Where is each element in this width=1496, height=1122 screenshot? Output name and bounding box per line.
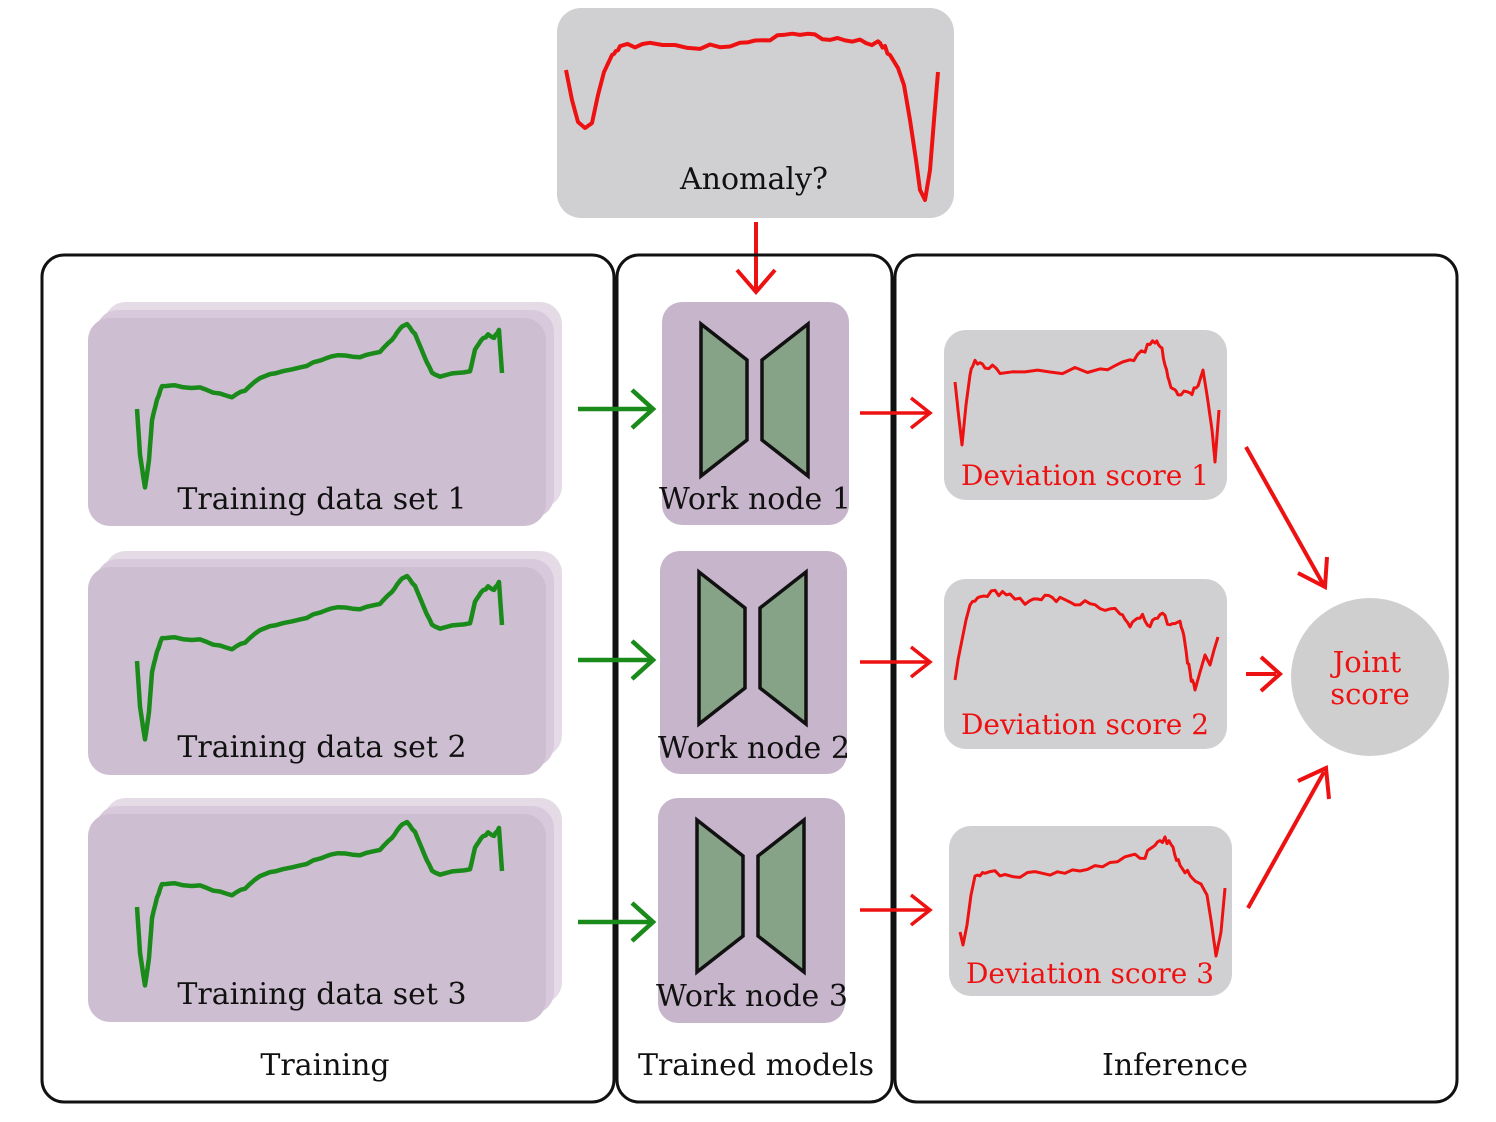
score-arrow-1: [860, 396, 933, 430]
joint-score-line2: score: [1330, 677, 1410, 711]
work-node-2: Work node 2: [658, 551, 850, 774]
training-signal-curve: [134, 321, 505, 490]
work-node-3: Work node 3: [656, 798, 848, 1023]
models-panel: [615, 253, 894, 1104]
score-box: [944, 579, 1227, 749]
arrow-right-icon: [909, 396, 933, 430]
work-node-1: Work node 1: [659, 302, 851, 525]
joint-arrow-2: [1246, 655, 1283, 693]
arrow-down-icon: [735, 268, 777, 296]
training-set-2: Training data set 2: [88, 551, 562, 775]
query-arrow: [735, 222, 777, 296]
work-node-label: Work node 2: [658, 731, 850, 766]
joint-score: Joint score: [1291, 598, 1449, 756]
train-arrow-2: [578, 639, 657, 681]
query-label: Anomaly?: [679, 162, 828, 197]
autoencoder-hourglass-icon: [695, 816, 806, 976]
training-set-1: Training data set 1: [88, 302, 562, 526]
arrow-shaft: [1246, 771, 1326, 909]
deviation-signal-curve: [958, 835, 1227, 958]
work-node-label: Work node 3: [656, 979, 848, 1014]
training-signal-curve: [134, 819, 505, 988]
arrow-diagonal-icon: [1297, 764, 1331, 800]
arrow-right-icon: [909, 893, 933, 927]
deviation-score-1: Deviation score 1: [944, 330, 1227, 500]
score-arrow-3: [860, 893, 933, 927]
score-label: Deviation score 3: [966, 957, 1214, 990]
arrow-right-icon: [630, 639, 657, 681]
score-box: [949, 826, 1232, 996]
joint-arrow-3: [1246, 764, 1331, 909]
deviation-signal-curve: [953, 339, 1221, 464]
training-panel-title: Training: [260, 1048, 389, 1083]
inference-panel-title: Inference: [1102, 1048, 1248, 1083]
arrow-right-icon: [630, 388, 657, 430]
deviation-score-2: Deviation score 2: [944, 579, 1227, 749]
training-panel: [40, 253, 616, 1104]
joint-arrow-1: [1244, 446, 1329, 591]
work-node-label: Work node 1: [659, 482, 851, 517]
arrow-diagonal-icon: [1297, 556, 1329, 591]
autoencoder-hourglass-icon: [699, 320, 810, 480]
train-arrow-1: [578, 388, 657, 430]
score-arrow-2: [860, 645, 933, 679]
models-panel-title: Trained models: [638, 1048, 874, 1083]
anomaly-signal-curve: [564, 31, 940, 202]
train-arrow-3: [578, 901, 657, 943]
training-set-label: Training data set 1: [177, 482, 466, 517]
arrow-right-icon: [630, 901, 657, 943]
deviation-signal-curve: [953, 588, 1220, 692]
arrow-right-icon: [909, 645, 933, 679]
autoencoder-hourglass-icon: [697, 568, 808, 728]
training-signal-curve: [134, 573, 505, 742]
training-set-3: Training data set 3: [88, 798, 562, 1022]
training-set-label: Training data set 3: [177, 977, 466, 1012]
joint-score-line1: Joint: [1330, 645, 1402, 679]
joint-score-circle: [1291, 598, 1449, 756]
score-label: Deviation score 1: [961, 459, 1209, 492]
deviation-score-3: Deviation score 3: [949, 826, 1232, 996]
score-label: Deviation score 2: [961, 708, 1209, 741]
query-box: Anomaly?: [557, 8, 954, 218]
arrow-right-icon: [1259, 655, 1283, 693]
query-box-bg: [557, 8, 954, 218]
arrow-shaft: [1244, 446, 1325, 585]
inference-panel: [893, 253, 1459, 1104]
training-set-label: Training data set 2: [177, 730, 466, 765]
